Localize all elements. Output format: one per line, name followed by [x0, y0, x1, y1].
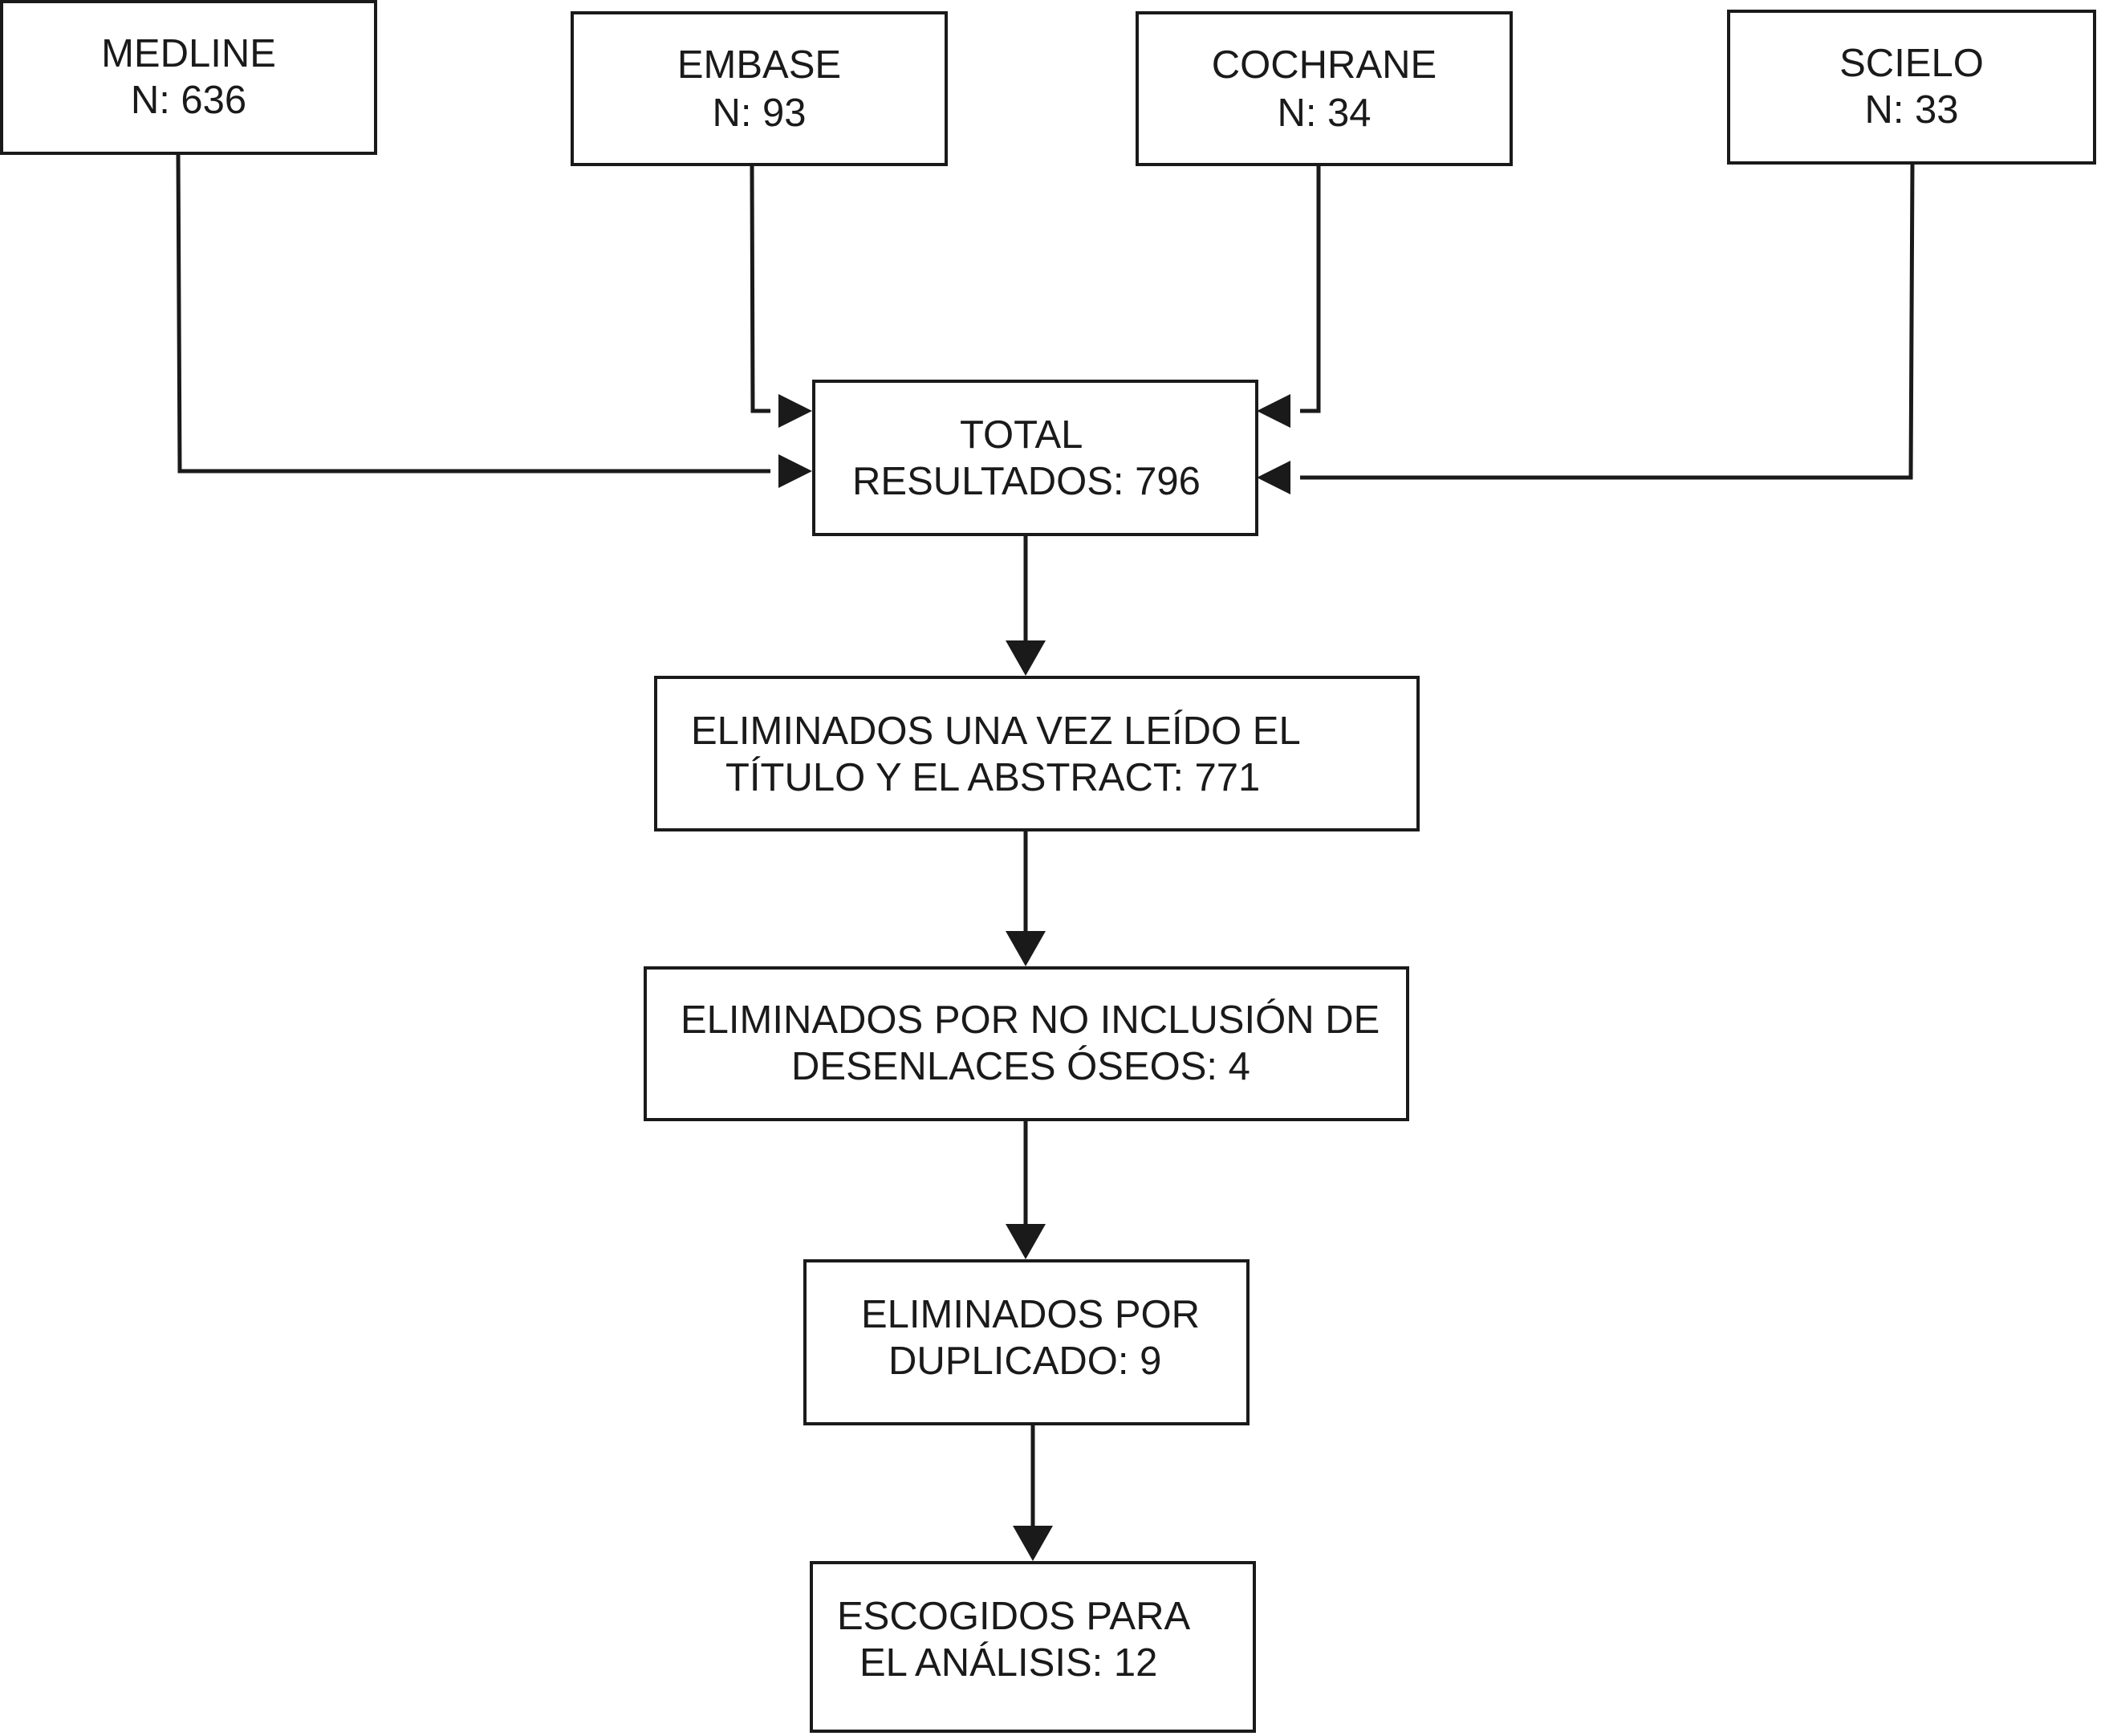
arrowhead-embase [778, 394, 812, 428]
source-box-medline: MEDLINE N: 636 [0, 0, 377, 155]
source-box-embase: EMBASE N: 93 [571, 11, 948, 166]
arrowhead-step2-step3 [1006, 1224, 1046, 1259]
excluded-duplicates-box: ELIMINADOS POR DUPLICADO: 9 [803, 1259, 1250, 1425]
source-box-scielo: SCIELO N: 33 [1727, 10, 2096, 165]
total-title: TOTAL [960, 413, 1083, 457]
connector-scielo [1300, 162, 1915, 480]
total-count: RESULTADOS: 796 [852, 460, 1201, 503]
source-count: N: 636 [130, 79, 247, 122]
step1-line1: ELIMINADOS UNA VEZ LEÍDO EL [691, 709, 1301, 753]
connector-embase [750, 164, 770, 413]
arrowhead-total-step1 [1006, 640, 1046, 676]
final-line1: ESCOGIDOS PARA [837, 1595, 1191, 1638]
connector-cochrane [1300, 165, 1321, 413]
arrowhead-cochrane [1257, 394, 1290, 428]
step1-line2: TÍTULO Y EL ABSTRACT: 771 [725, 756, 1261, 799]
source-name: COCHRANE [1211, 43, 1437, 87]
arrowhead-step3-final [1013, 1526, 1053, 1561]
source-name: EMBASE [677, 43, 842, 87]
selected-for-analysis-box: ESCOGIDOS PARA EL ANÁLISIS: 12 [810, 1561, 1256, 1733]
step2-line2: DESENLACES ÓSEOS: 4 [791, 1045, 1250, 1088]
excluded-no-bone-outcomes-box: ELIMINADOS POR NO INCLUSIÓN DE DESENLACE… [644, 966, 1409, 1121]
arrowhead-medline [778, 454, 812, 488]
step3-line2: DUPLICADO: 9 [888, 1340, 1162, 1383]
source-count: N: 34 [1277, 91, 1372, 135]
source-name: SCIELO [1839, 42, 1984, 85]
connector-medline [176, 152, 770, 474]
source-count: N: 93 [712, 91, 807, 135]
total-results-box: TOTAL RESULTADOS: 796 [812, 380, 1258, 536]
step3-line1: ELIMINADOS POR [861, 1293, 1201, 1336]
arrowhead-step1-step2 [1006, 931, 1046, 966]
final-line2: EL ANÁLISIS: 12 [859, 1641, 1158, 1685]
source-name: MEDLINE [101, 32, 276, 75]
step2-line1: ELIMINADOS POR NO INCLUSIÓN DE [681, 998, 1380, 1042]
source-count: N: 33 [1864, 88, 1959, 132]
arrowhead-scielo [1257, 461, 1290, 494]
excluded-title-abstract-box: ELIMINADOS UNA VEZ LEÍDO EL TÍTULO Y EL … [654, 676, 1420, 831]
source-box-cochrane: COCHRANE N: 34 [1136, 11, 1513, 166]
